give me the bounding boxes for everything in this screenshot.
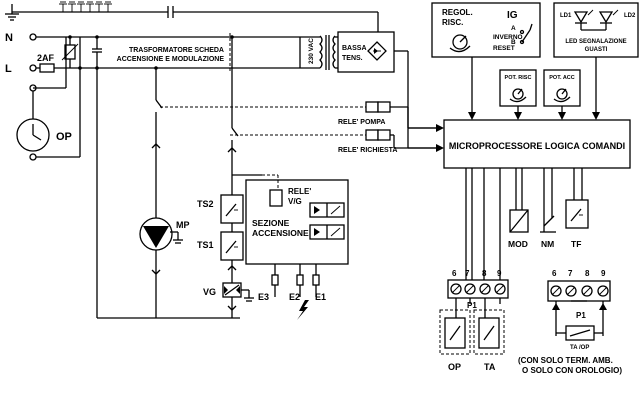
bassa-label-2: TENS. — [342, 55, 363, 62]
neutral-label: N — [5, 32, 13, 44]
ta-label: TA — [484, 362, 496, 372]
line-terminal — [29, 64, 37, 72]
led-ld1-icon — [573, 9, 594, 30]
ignition-module-upper — [309, 202, 345, 218]
earth-capacitor — [167, 6, 174, 18]
gas-valve-vg — [222, 282, 242, 298]
regol-label-1: REGOL. — [442, 8, 473, 17]
pot-acc-icon — [553, 88, 571, 103]
e2-label: E2 — [289, 292, 300, 302]
e3-label: E3 — [258, 292, 269, 302]
fuse-2af — [39, 63, 55, 73]
note-line-1: (CON SOLO TERM. AMB. — [518, 356, 613, 365]
mains-filter — [61, 35, 82, 70]
pot-risc-label: POT. RISC — [505, 75, 532, 81]
reset-label: RESET — [493, 45, 515, 52]
bridge-rectifier — [367, 41, 387, 61]
earth-taps — [59, 1, 112, 12]
arrow-relays-in — [436, 144, 444, 152]
p1-terminal-8: 8 — [482, 269, 487, 278]
pump-mp-icon — [143, 226, 169, 248]
electrode-e2 — [296, 264, 304, 297]
input-arrows — [468, 57, 600, 120]
sezione-label-1: SEZIONE — [252, 218, 290, 228]
led-label-2: GUASTI — [585, 47, 608, 53]
led-label-1: LED SEGNALAZIONE — [565, 39, 626, 45]
rele-pompa-label: RELE' POMPA — [338, 119, 385, 126]
ig-switch — [519, 23, 533, 45]
p1-terminal-6: 6 — [452, 269, 457, 278]
electrode-e3 — [271, 264, 279, 297]
p1-terminal-7: 7 — [465, 269, 470, 278]
transformer-label-1: TRASFORMATORE SCHEDA — [129, 47, 224, 54]
neutral-terminal — [29, 33, 37, 41]
terminal-block-p1 — [447, 279, 509, 299]
ts2-label: TS2 — [197, 199, 214, 209]
tf-label: TF — [571, 239, 581, 249]
ta-op-label: TA /OP — [570, 345, 589, 351]
p1-label: P1 — [467, 301, 477, 310]
regol-label-2: RISC. — [442, 18, 463, 27]
filter-capacitor — [92, 35, 102, 70]
pump-earth — [170, 231, 183, 244]
inverno-label: INVERNO — [493, 34, 523, 41]
e1-label: E1 — [315, 292, 326, 302]
rele-vg-label-2: V/G — [288, 197, 302, 206]
line-label: L — [5, 63, 12, 75]
vg-earth — [241, 289, 254, 302]
pot-acc-box — [543, 69, 581, 107]
op-bottom-label: OP — [448, 362, 461, 372]
transformer — [319, 35, 336, 70]
vg-label: VG — [203, 287, 216, 297]
electrode-e1 — [312, 264, 320, 297]
spark-icon — [297, 300, 309, 320]
fuse-label: 2AF — [37, 53, 55, 63]
ts1-label: TS1 — [197, 240, 214, 250]
clock-op-label: OP — [56, 131, 72, 143]
request-contact — [230, 35, 239, 175]
microprocessor-label: MICROPROCESSORE LOGICA COMANDI — [449, 141, 625, 151]
rele-richiesta-label: RELE' RICHIESTA — [338, 147, 397, 154]
sezione-accensione-box — [245, 179, 349, 265]
p1-terminal-9: 9 — [497, 269, 502, 278]
pot-risc-box — [499, 69, 537, 107]
mod-label: MOD — [508, 239, 528, 249]
p1b-terminal-7: 7 — [568, 269, 573, 278]
pot-acc-label: POT. ACC — [549, 75, 574, 81]
rele-richiesta-coil — [365, 129, 379, 141]
p1b-terminal-8: 8 — [585, 269, 590, 278]
nm-label: NM — [541, 239, 554, 249]
ig-label: IG — [507, 10, 518, 21]
arrow-bassa-in — [436, 124, 444, 132]
rele-vg-coil — [269, 189, 283, 207]
ignition-module-lower — [309, 224, 345, 240]
p1-screws — [450, 283, 506, 295]
vac-label: 230 VAC — [308, 38, 315, 64]
p1b-terminal-9: 9 — [601, 269, 606, 278]
rele-vg-label-1: RELE' — [288, 187, 311, 196]
bassa-label-1: BASSA — [342, 45, 367, 52]
switch-b-label: B — [511, 39, 516, 46]
note-line-2: O SOLO CON OROLOGIO) — [522, 366, 622, 375]
p1b-screws — [550, 285, 609, 297]
terminal-block-p1-alt — [547, 280, 611, 302]
p1b-terminal-6: 6 — [552, 269, 557, 278]
pump-contact — [154, 66, 163, 145]
transformer-label-2: ACCENSIONE E MODULAZIONE — [117, 56, 225, 63]
led-ld2-icon — [598, 9, 619, 30]
rele-pompa-coil — [365, 101, 379, 113]
switch-a-label: A — [511, 25, 516, 32]
mp-label: MP — [176, 220, 190, 230]
pot-risc-icon — [509, 88, 527, 103]
pressure-switch-nm — [540, 210, 556, 233]
microprocessor-box — [443, 119, 631, 169]
potentiometer-regol-icon — [449, 34, 471, 53]
ld2-label: LD2 — [624, 13, 636, 19]
sezione-label-2: ACCENSIONE — [252, 228, 309, 238]
ld1-label: LD1 — [560, 13, 572, 19]
p1b-label: P1 — [576, 311, 586, 320]
